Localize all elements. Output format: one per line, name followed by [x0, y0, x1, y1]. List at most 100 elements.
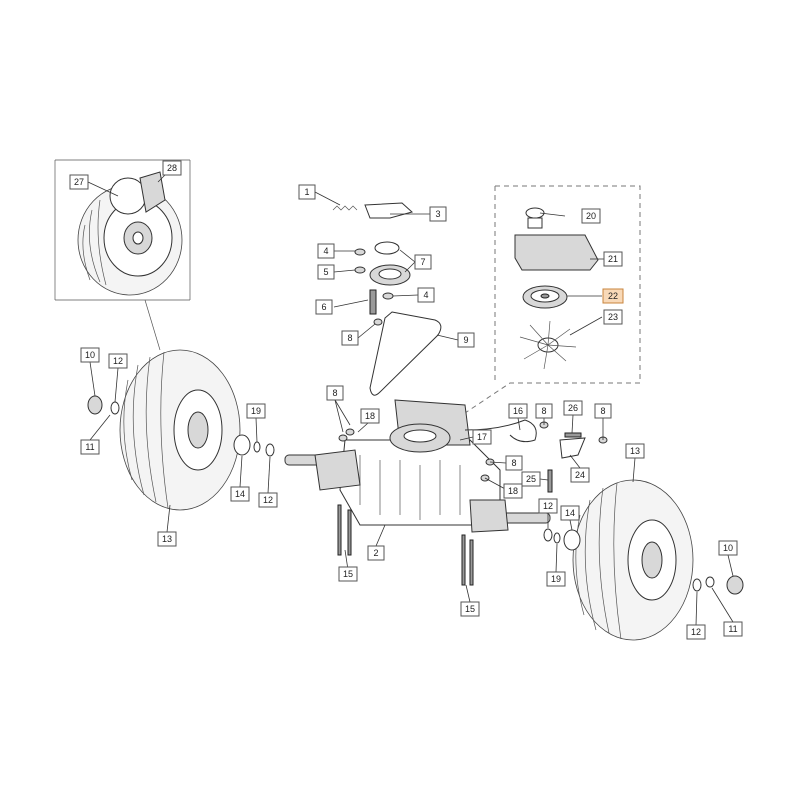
inset-tire: [77, 184, 183, 296]
callout-4b: 4: [417, 287, 435, 303]
inset-hub-cap: [109, 171, 166, 215]
svg-text:16: 16: [513, 406, 523, 416]
callouts: 1 2 3 4 4 5 6 7 8 8 8 8 8 9 10 10 11 11 …: [69, 160, 743, 640]
idler-bracket-assembly: [332, 202, 414, 326]
svg-text:2: 2: [373, 548, 378, 558]
callout-14b: 14: [560, 505, 580, 521]
inset-wheel-detail: [54, 159, 191, 351]
fill-cap: [525, 207, 545, 229]
svg-text:5: 5: [323, 267, 328, 277]
svg-text:14: 14: [565, 508, 575, 518]
svg-text:17: 17: [477, 432, 487, 442]
svg-text:15: 15: [465, 604, 475, 614]
callout-20: 20: [581, 208, 601, 224]
svg-text:8: 8: [541, 406, 546, 416]
pulley-22: [522, 285, 568, 309]
callout-19a: 19: [246, 403, 266, 419]
reservoir: [514, 234, 599, 271]
callout-19b: 19: [546, 571, 566, 587]
svg-text:11: 11: [85, 442, 94, 452]
svg-text:12: 12: [263, 495, 273, 505]
callout-2: 2: [367, 545, 385, 561]
callout-13b: 13: [625, 443, 645, 459]
svg-text:6: 6: [321, 302, 326, 312]
callout-27: 27: [69, 174, 89, 190]
svg-text:1: 1: [304, 187, 309, 197]
svg-text:11: 11: [728, 624, 737, 634]
svg-text:28: 28: [167, 163, 177, 173]
svg-text:21: 21: [608, 254, 618, 264]
svg-text:10: 10: [85, 350, 95, 360]
svg-text:26: 26: [568, 403, 578, 413]
svg-text:19: 19: [551, 574, 561, 584]
callout-8e: 8: [505, 455, 523, 471]
callout-1: 1: [298, 184, 316, 200]
callout-6: 6: [315, 299, 333, 315]
callout-4a: 4: [317, 243, 335, 259]
svg-text:20: 20: [586, 211, 596, 221]
right-wheel: [543, 479, 744, 641]
svg-text:15: 15: [343, 569, 353, 579]
fan-23: [519, 320, 577, 370]
callout-5: 5: [317, 264, 335, 280]
callout-26: 26: [563, 400, 583, 416]
callout-8b: 8: [326, 385, 344, 401]
callout-28: 28: [162, 160, 182, 176]
svg-text:8: 8: [347, 333, 352, 343]
callout-22: 22: [602, 288, 624, 304]
callout-12b: 12: [258, 492, 278, 508]
svg-text:7: 7: [420, 257, 425, 267]
callout-12d: 12: [686, 624, 706, 640]
callout-25: 25: [521, 471, 541, 487]
transaxle-assembly: [284, 399, 551, 533]
callout-7: 7: [414, 254, 432, 270]
callout-11a: 11: [80, 439, 100, 455]
svg-text:25: 25: [526, 474, 536, 484]
svg-text:8: 8: [511, 458, 516, 468]
callout-14a: 14: [230, 486, 250, 502]
svg-text:12: 12: [113, 356, 123, 366]
svg-text:4: 4: [423, 290, 428, 300]
svg-text:13: 13: [630, 446, 640, 456]
svg-text:22: 22: [608, 291, 618, 301]
callout-9: 9: [457, 332, 475, 348]
callout-8c: 8: [535, 403, 553, 419]
callout-11b: 11: [723, 621, 743, 637]
svg-text:18: 18: [365, 411, 375, 421]
svg-text:12: 12: [691, 627, 701, 637]
svg-text:12: 12: [543, 501, 553, 511]
callout-16: 16: [508, 403, 528, 419]
callout-12c: 12: [538, 498, 558, 514]
svg-text:4: 4: [323, 246, 328, 256]
svg-text:10: 10: [723, 543, 733, 553]
callout-15a: 15: [338, 566, 358, 582]
callout-24: 24: [570, 467, 590, 483]
callout-21: 21: [603, 251, 623, 267]
callout-10b: 10: [718, 540, 738, 556]
svg-text:18: 18: [508, 486, 518, 496]
callout-15b: 15: [460, 601, 480, 617]
inset-pulley-fan-detail: [461, 185, 641, 416]
callout-18b: 18: [503, 483, 523, 499]
svg-text:9: 9: [463, 335, 468, 345]
svg-text:14: 14: [235, 489, 245, 499]
svg-text:27: 27: [74, 177, 84, 187]
callout-23: 23: [603, 309, 623, 325]
callout-18a: 18: [360, 408, 380, 424]
callout-10a: 10: [80, 347, 100, 363]
drive-belt: [369, 311, 442, 396]
left-wheel: [87, 349, 275, 511]
svg-text:23: 23: [608, 312, 618, 322]
mounting-bolts: [337, 504, 474, 586]
svg-text:13: 13: [162, 534, 172, 544]
callout-3: 3: [429, 206, 447, 222]
callout-13a: 13: [157, 531, 177, 547]
svg-text:8: 8: [332, 388, 337, 398]
svg-text:3: 3: [435, 209, 440, 219]
leader-lines: [89, 191, 734, 626]
svg-text:24: 24: [575, 470, 585, 480]
callout-8d: 8: [594, 403, 612, 419]
callout-8a: 8: [341, 330, 359, 346]
callout-17: 17: [472, 429, 492, 445]
